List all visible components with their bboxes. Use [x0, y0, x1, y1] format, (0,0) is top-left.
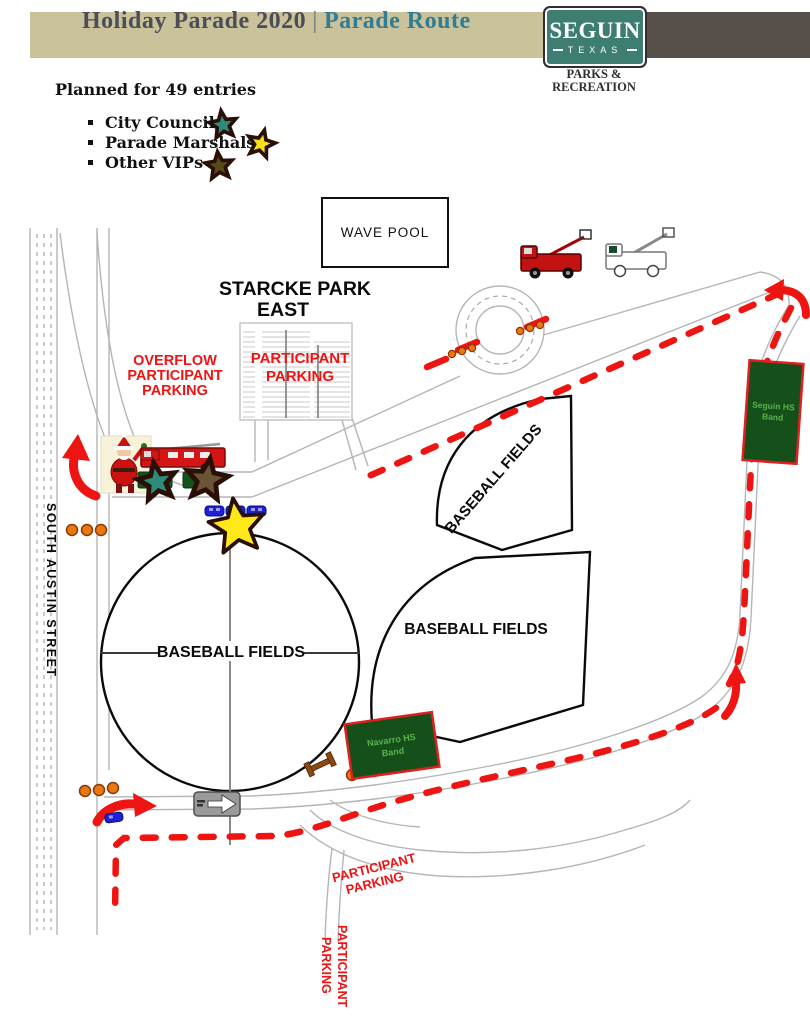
exit-arrow-sign — [193, 791, 241, 817]
logo-state-name: TEXAS — [553, 45, 638, 55]
title-divider: | — [312, 8, 318, 34]
legend-item-parade-marshals: Parade Marshals — [88, 132, 255, 152]
route-arrows — [62, 279, 810, 827]
logo-city-name: SEGUIN — [549, 18, 641, 43]
loop-road — [455, 285, 545, 375]
arrow-top-right-left — [764, 279, 810, 319]
participant-parking-vertical-label-1: PARTICIPANT — [335, 925, 349, 1008]
legend-item-label: Parade Marshals — [105, 132, 256, 152]
subtitle-text: Parade Route — [323, 8, 471, 34]
parking-lot-grid — [239, 322, 353, 421]
wave-pool: WAVE POOL — [321, 197, 449, 268]
south-austin-street-label: SOUTH AUSTIN STREET — [44, 503, 58, 678]
legend-list: City Council Parade Marshals Other VIPs — [88, 112, 255, 172]
overflow-parking-label-3: PARKING — [142, 383, 208, 399]
seguin-band-label-1: Seguin HS — [752, 400, 795, 413]
navarro-band-label-2: Band — [381, 745, 405, 758]
seguin-band-sign: Seguin HS Band — [741, 358, 805, 466]
car-icon — [104, 811, 124, 824]
legend-star-city-council — [204, 106, 241, 142]
wave-pool-label: WAVE POOL — [341, 225, 430, 240]
arrow-mid-right-up — [721, 663, 746, 720]
overflow-parking-label-1: OVERFLOW — [133, 353, 217, 369]
legend-star-other-vips — [200, 147, 237, 183]
car-icon — [204, 505, 225, 517]
legend-item-label: Other VIPs — [105, 152, 204, 172]
arrow-bottom-left-right — [92, 793, 157, 827]
bullet-icon — [88, 139, 93, 145]
title-text: Holiday Parade 2020 — [82, 8, 307, 34]
seguin-band-label-2: Band — [762, 411, 784, 422]
overflow-parking-label-2: PARTICIPANT — [127, 368, 222, 384]
baseball-field-fan-lower — [370, 550, 592, 744]
navarro-band-sign: Navarro HS Band — [343, 710, 441, 781]
legend-star-parade-marshals — [244, 125, 280, 162]
fire-truck-red-icon — [520, 229, 592, 279]
barricade-icon — [303, 751, 337, 778]
participant-parking-top-label-2: PARKING — [266, 368, 334, 385]
seguin-logo: SEGUIN TEXAS — [543, 6, 647, 68]
map-star-city-council — [131, 456, 180, 506]
legend-heading: Planned for 49 entries — [55, 80, 256, 99]
header-bar — [30, 12, 810, 58]
map-star-other-vips — [181, 452, 235, 505]
map-star-parade-marshals — [206, 496, 265, 555]
header-bar-dark-segment — [642, 12, 810, 58]
participant-parking-top-label-1: PARTICIPANT — [251, 350, 350, 367]
participant-parking-vertical-label-2: PARKING — [319, 937, 333, 994]
bullet-icon — [88, 119, 93, 125]
legend-item-other-vips: Other VIPs — [88, 152, 255, 172]
legend-item-city-council: City Council — [88, 112, 255, 132]
bullet-icon — [88, 159, 93, 165]
baseball-fields-circle-label: BASEBALL FIELDS — [157, 644, 305, 661]
legend-item-label: City Council — [105, 112, 215, 132]
fire-truck-lineup-icon — [140, 442, 226, 473]
arrow-left-up — [62, 434, 101, 501]
fire-truck-white-icon — [605, 227, 675, 278]
page-title: Holiday Parade 2020|Parade Route — [82, 8, 471, 35]
baseball-fields-lower-label: BASEBALL FIELDS — [404, 621, 548, 638]
park-name-line2: EAST — [257, 299, 309, 321]
parks-recreation-label: PARKS & RECREATION — [552, 67, 636, 94]
park-name-line1: STARCKE PARK — [219, 278, 371, 300]
